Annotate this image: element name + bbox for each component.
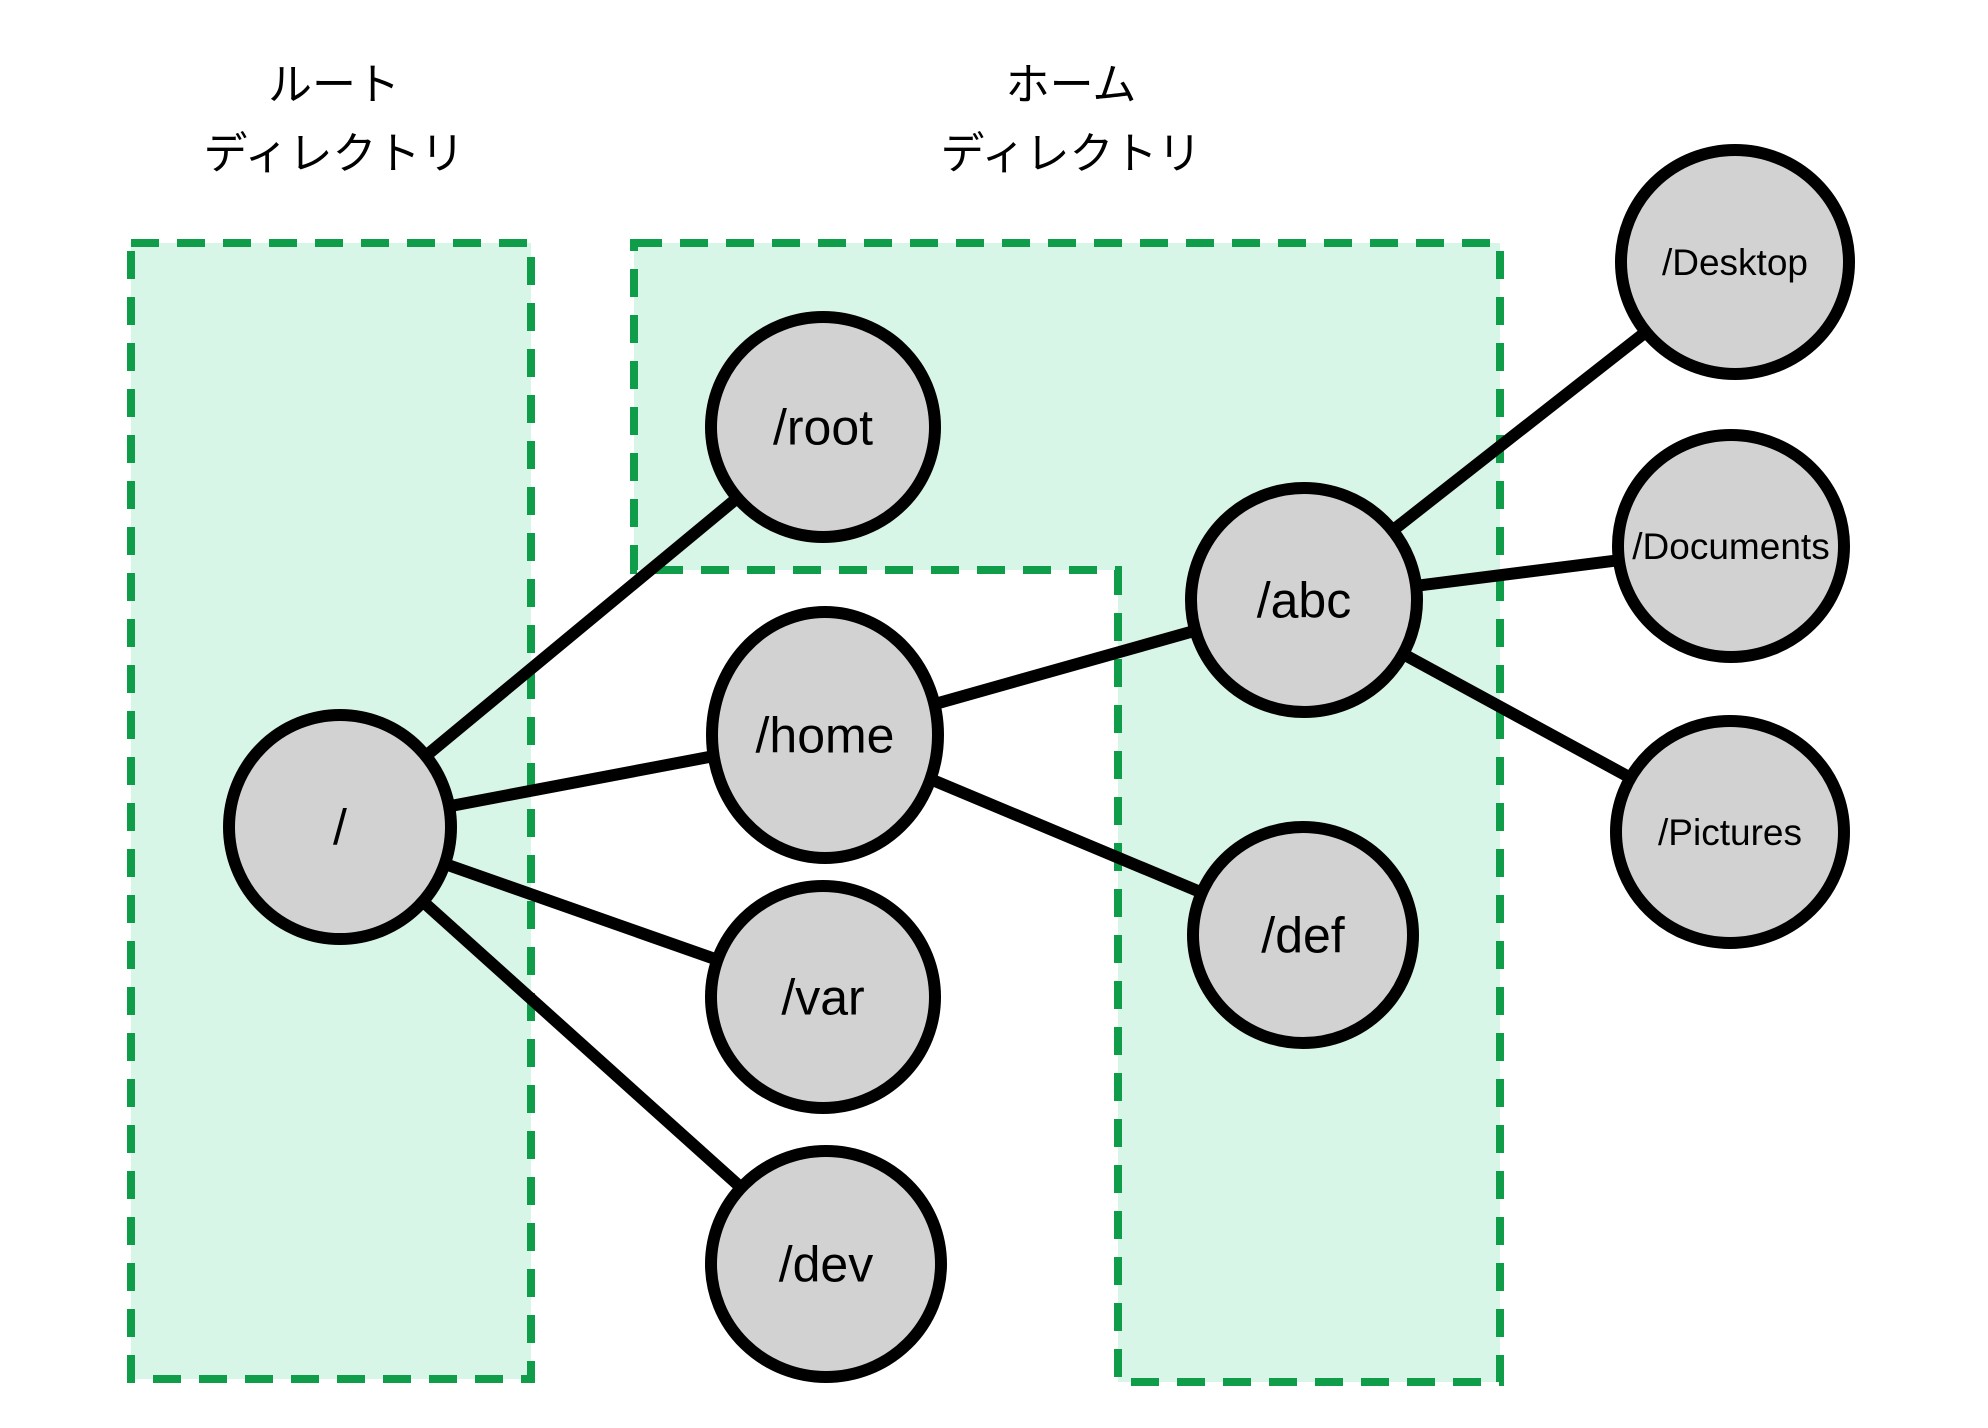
node-label-desktop: /Desktop [1662,242,1808,283]
node-label-root: /root [773,400,873,456]
node-home [706,606,944,864]
node-label-pictures: /Pictures [1658,812,1802,853]
node-pictures [1610,715,1850,949]
region-label-root-directory-line1: ルート [268,60,400,109]
node-root [705,311,941,543]
node-label-dev: /dev [779,1237,874,1293]
node-desktop [1615,144,1855,380]
region-label-home-directory-line2: ディレクトリ [941,129,1202,178]
node-label-abc: /abc [1257,573,1352,629]
node-documents [1612,429,1850,663]
region-label-root-directory-line2: ディレクトリ [204,129,465,178]
node-label-def: /def [1261,908,1345,964]
node-label-slash: / [333,800,347,856]
node-label-var: /var [781,970,864,1026]
node-var [705,880,941,1114]
node-label-documents: /Documents [1632,526,1829,567]
node-abc [1185,482,1423,718]
node-slash [223,709,457,945]
node-dev [705,1145,947,1383]
node-label-home: /home [756,708,895,764]
node-def [1187,821,1419,1049]
region-label-home-directory-line1: ホーム [1006,60,1137,109]
